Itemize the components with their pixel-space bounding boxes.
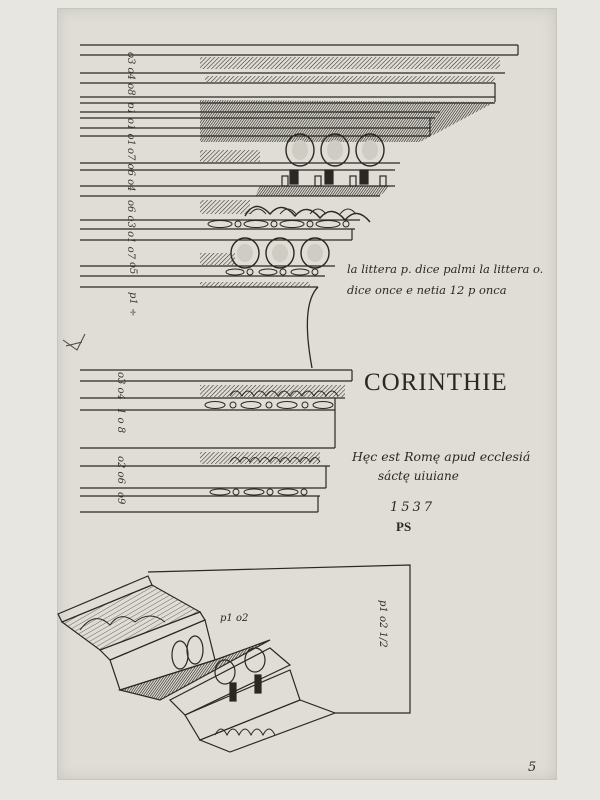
- plate-title: CORINTHIE: [364, 369, 508, 396]
- measurement-note-line2: dice once e netia 12 p onca: [347, 283, 507, 297]
- svg-text:p1 ÷: p1 ÷: [127, 292, 138, 316]
- upper-dimension-labels: o3 o4 o8 p1 o1 o1 o7 o6 o4 o6 o3 o1 o7 o…: [125, 52, 138, 316]
- detail-label-right: p1 o2 1/2: [377, 600, 388, 648]
- svg-text:o3 o4 o8: o3 o4 o8: [125, 52, 136, 96]
- measurement-note-line1: la littera p. dice palmi la littera o.: [347, 262, 544, 276]
- lower-cornice: [80, 369, 353, 513]
- compass-mark: [62, 333, 86, 351]
- svg-text:1 o 8: 1 o 8: [115, 408, 126, 433]
- inscription-line2: sáctę uiuiane: [378, 469, 459, 483]
- page-number: 5: [528, 760, 537, 775]
- perspective-cornice-detail: [57, 564, 411, 753]
- svg-text:o6 o3 o1 o7: o6 o3 o1 o7: [125, 200, 136, 260]
- svg-text:o7 o6 o4: o7 o6 o4: [125, 148, 136, 192]
- plate-year: 1537: [390, 500, 436, 515]
- svg-text:o3 o4: o3 o4: [115, 372, 126, 400]
- inscription-line1: Hęc est Romę apud ecclesiá: [352, 449, 531, 464]
- upper-cornice: [80, 44, 519, 369]
- engraver-monogram: PS: [396, 519, 412, 534]
- lower-dimension-labels: o3 o4 1 o 8 o2 o6 o9: [115, 372, 126, 505]
- svg-text:o5: o5: [127, 262, 138, 274]
- svg-text:o9: o9: [115, 492, 126, 505]
- svg-text:p1 o1 o1: p1 o1 o1: [125, 102, 136, 146]
- svg-text:o2 o6: o2 o6: [115, 456, 126, 485]
- detail-label-top: p1 o2: [220, 613, 249, 624]
